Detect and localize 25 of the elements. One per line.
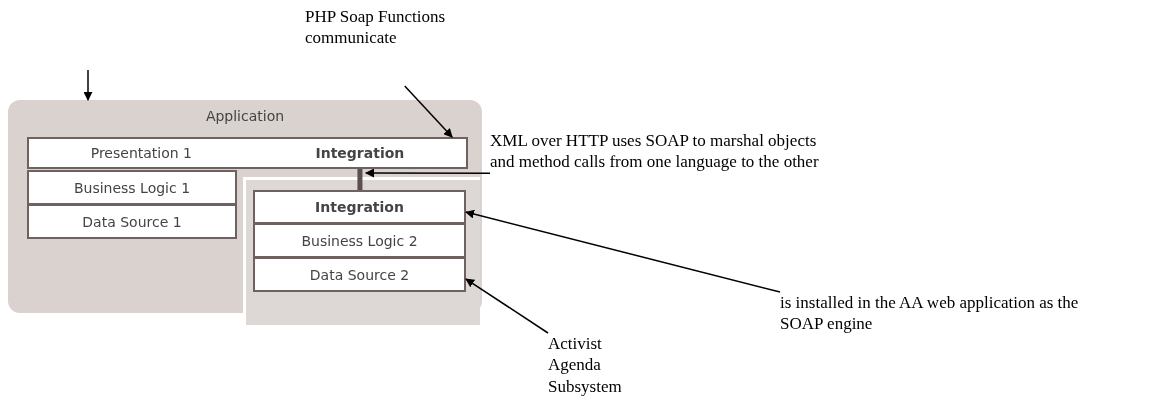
layer-label: Business Logic 1 [73, 179, 191, 196]
subsystem-panel [243, 177, 480, 325]
arrow [465, 209, 781, 293]
layer-row [27, 137, 468, 169]
annotation-text: is installed in the AA web application as the SOAP engine [780, 292, 1110, 372]
annotation-text: XML over HTTP uses SOAP to marshal objects and method calls from one language to the other [490, 130, 820, 215]
layer-label: Data Source 1 [82, 213, 182, 230]
panel-title: Application [204, 108, 286, 124]
layer-label: Integration [315, 199, 404, 215]
annotation-text: Activist Agenda Subsystem [548, 333, 643, 401]
layer-label: Integration [315, 145, 405, 161]
layer-label: Business Logic 2 [301, 232, 418, 249]
layer-box [253, 223, 466, 258]
layer-box [253, 257, 466, 292]
arrow [404, 85, 453, 138]
layer-box [27, 204, 237, 239]
layer-label: Presentation 1 [90, 145, 192, 161]
layer-box [27, 170, 237, 205]
layer-box [253, 190, 466, 224]
arrow [465, 278, 549, 334]
arrow [83, 69, 93, 101]
layer-label: Data Source 2 [309, 266, 410, 283]
arrow [365, 168, 491, 178]
annotation-text: PHP Soap Functions communicate [305, 6, 480, 86]
connector-line [357, 169, 363, 190]
